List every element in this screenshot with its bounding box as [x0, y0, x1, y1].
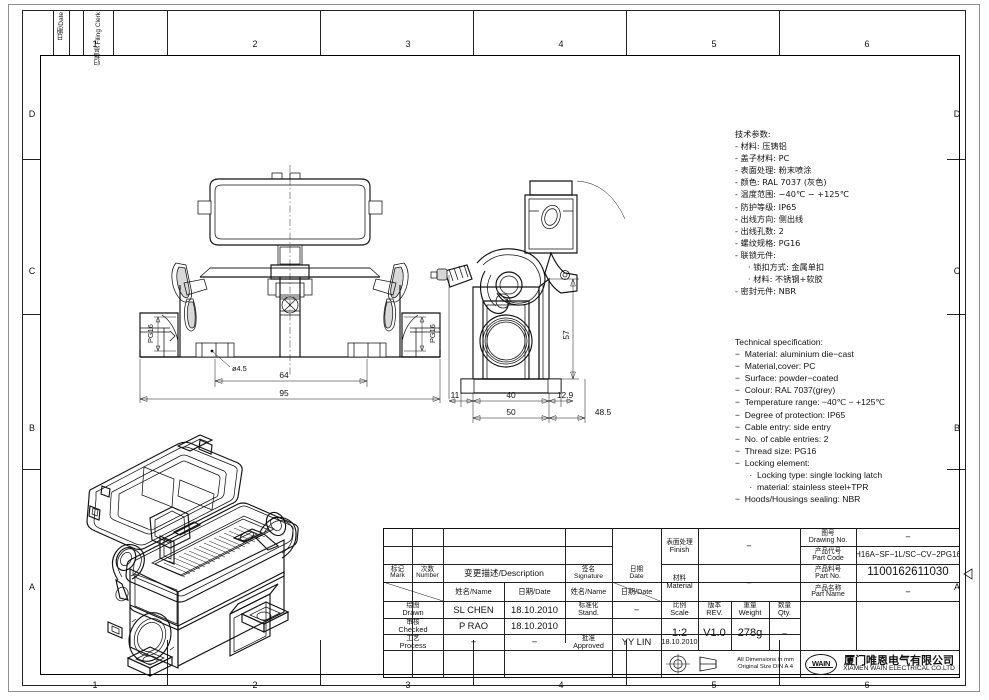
- role-drawn-label: 绘图 Drawn: [402, 601, 424, 618]
- part-name-label: 产品名称 Part Name: [811, 583, 845, 599]
- th-date: 日期 Date: [629, 565, 644, 580]
- zone-bottom-4: 4: [558, 680, 564, 690]
- part-no-label: 产品料号 Part No.: [814, 565, 842, 580]
- drawing-no-label: 图号 Drawing No.: [808, 529, 848, 544]
- zone-bottom-6: 6: [864, 680, 870, 690]
- th-mark: 标记 Mark: [390, 565, 405, 579]
- zone-right-c: C: [953, 266, 961, 276]
- material-label: 材料 Material: [666, 574, 693, 591]
- role-checked-label: 审核 Checked: [398, 618, 428, 634]
- finish-label: 表面处理 Finish: [666, 537, 693, 554]
- filing-cell-clerk: [84, 10, 114, 55]
- part-name-value: −: [905, 585, 911, 597]
- role-approved-label: 批准 Approved: [573, 634, 604, 650]
- role-process-date: −: [531, 636, 538, 648]
- dim-40: 40: [506, 390, 516, 400]
- zone-right-a: A: [953, 582, 960, 592]
- dimension-notes: All Dimensions in mm Original Size DIN A…: [737, 656, 794, 670]
- zone-left-b: B: [28, 423, 35, 433]
- th-name-col: 姓名/Name: [455, 586, 492, 596]
- front-view: PG16 PG16 ø4.5 64 95: [139, 165, 441, 403]
- drawing-no-value: −: [905, 531, 911, 543]
- sheet-marker-icon: [963, 568, 973, 580]
- scale-value: 1:2: [671, 627, 688, 640]
- scale-label: 比例 Scale: [670, 601, 689, 618]
- th-number: 次数 Number: [416, 565, 439, 580]
- th-name-col2: 姓名/Name: [570, 586, 607, 596]
- dim-57: 57: [561, 330, 571, 340]
- qty-value: −: [781, 628, 788, 640]
- isometric-view: [86, 434, 299, 677]
- filing-date-label: 日期/Date: [57, 12, 65, 41]
- th-date-col2: 日期/Date: [620, 586, 653, 596]
- th-date-col: 日期/Date: [518, 586, 551, 596]
- weight-value: 278g: [737, 627, 763, 640]
- qty-label: 数量 Qty.: [777, 601, 792, 618]
- role-checked-date: 18.10.2010: [511, 620, 558, 632]
- zone-left-d: D: [28, 109, 36, 119]
- filing-cell-date: [54, 10, 70, 55]
- projection-symbol: [661, 650, 731, 678]
- role-approved-name: YY LIN: [621, 636, 652, 648]
- zone-top-5: 5: [711, 39, 717, 49]
- weight-label: 重量 Weight: [738, 601, 762, 618]
- rev-label: 版本 REV.: [706, 601, 723, 618]
- part-code-label: 产品代号 Part Code: [812, 547, 844, 562]
- dim-64: 64: [279, 370, 289, 380]
- zone-right-b: B: [953, 423, 960, 433]
- dim-48-5: 48.5: [595, 407, 612, 417]
- dim-50: 50: [506, 407, 516, 417]
- zone-top-6: 6: [864, 39, 870, 49]
- dim-12-9: 12.9: [557, 390, 574, 400]
- zone-bottom-2: 2: [252, 680, 258, 690]
- paper-edge: [8, 4, 980, 692]
- zone-bottom-5: 5: [711, 680, 717, 690]
- zone-top-4: 4: [558, 39, 564, 49]
- role-checked-name: P RAO: [458, 620, 488, 632]
- dim-11: 11: [451, 390, 460, 400]
- part-code-value: H16A−SF−1L/SC−CV−2PG16: [856, 549, 960, 559]
- spec-chinese: 技术参数: - 材料: 压铸铝 - 盖子材料: PC - 表面处理: 粉末喷涂 …: [735, 129, 849, 297]
- role-drawn-date: 18.10.2010: [511, 603, 558, 615]
- part-no-value: 1100162611030: [867, 566, 949, 579]
- zone-top-1: 1: [92, 39, 98, 49]
- role-stand-name: −: [633, 603, 640, 615]
- role-stand-label: 标准化 Stand.: [578, 601, 599, 618]
- dim-95: 95: [279, 388, 289, 398]
- rev-value: V1.0: [703, 627, 726, 640]
- zone-right-d: D: [953, 109, 961, 119]
- spec-english: Technical specification: − Material: alu…: [735, 337, 886, 505]
- side-view: 57 11 40 12.9 50 48.5: [430, 180, 626, 423]
- finish-value: −: [746, 540, 752, 552]
- zone-bottom-3: 3: [405, 680, 411, 690]
- zone-top-3: 3: [405, 39, 411, 49]
- filing-cell-blank1: [40, 10, 54, 55]
- zone-bottom-1: 1: [92, 680, 98, 690]
- material-value: −: [746, 576, 752, 588]
- zone-left-a: A: [28, 582, 35, 592]
- role-approved-date: 18.10.2010: [661, 637, 698, 647]
- first-angle-projection-icon: [666, 654, 717, 674]
- company-name-en: XIAMEN WAIN ELECTRICAL CO.LTD: [843, 665, 955, 673]
- dim-hole-dia: ø4.5: [232, 364, 247, 373]
- zone-frame: [22, 10, 966, 686]
- th-signature: 签名 Signature: [573, 565, 604, 580]
- th-description: 变更描述/Description: [464, 567, 544, 578]
- company-block: WAIN 厦门唯恩电气有限公司 XIAMEN WAIN ELECTRICAL C…: [800, 650, 960, 678]
- zone-left-c: C: [28, 266, 36, 276]
- zone-top-2: 2: [252, 39, 258, 49]
- drawing-border: [40, 55, 960, 675]
- wain-logo-icon: WAIN: [805, 653, 838, 675]
- company-name-cn: 厦门唯恩电气有限公司: [844, 653, 954, 667]
- dim-pg16-left: PG16: [146, 324, 155, 343]
- role-process-label: 工艺 Process: [399, 634, 427, 650]
- filing-cell-blank2: [70, 10, 84, 55]
- role-drawn-name: SL CHEN: [453, 603, 494, 615]
- role-process-name: −: [470, 636, 477, 648]
- dim-pg16-right: PG16: [428, 324, 437, 343]
